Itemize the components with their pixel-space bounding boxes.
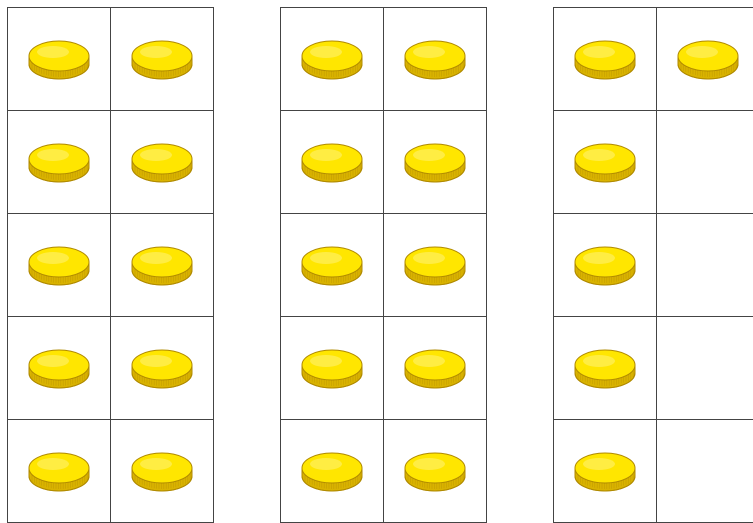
ten-frame-cell bbox=[384, 8, 487, 111]
gold-coin-counter-icon bbox=[572, 34, 638, 84]
gold-coin-counter-icon bbox=[299, 240, 365, 290]
ten-frame-cell bbox=[111, 214, 214, 317]
gold-coin-counter-icon bbox=[26, 34, 92, 84]
gold-coin-counter-icon bbox=[299, 343, 365, 393]
ten-frame-cell bbox=[111, 111, 214, 214]
gold-coin-counter-icon bbox=[402, 34, 468, 84]
gold-coin-counter-icon bbox=[299, 137, 365, 187]
ten-frame-3 bbox=[553, 7, 753, 523]
gold-coin-counter-icon bbox=[572, 446, 638, 496]
gold-coin-counter-icon bbox=[572, 343, 638, 393]
ten-frame-cell bbox=[384, 111, 487, 214]
ten-frame-cell bbox=[8, 111, 111, 214]
gold-coin-counter-icon bbox=[129, 137, 195, 187]
gold-coin-counter-icon bbox=[26, 240, 92, 290]
ten-frame-cell bbox=[111, 420, 214, 523]
ten-frame-2 bbox=[280, 7, 487, 523]
ten-frame-cell bbox=[8, 8, 111, 111]
gold-coin-counter-icon bbox=[129, 343, 195, 393]
ten-frame-cell bbox=[281, 214, 384, 317]
gold-coin-counter-icon bbox=[129, 34, 195, 84]
gold-coin-counter-icon bbox=[402, 240, 468, 290]
ten-frame-cell bbox=[554, 111, 657, 214]
ten-frame-cell bbox=[281, 111, 384, 214]
gold-coin-counter-icon bbox=[402, 137, 468, 187]
ten-frame-cell bbox=[281, 317, 384, 420]
ten-frame-cell bbox=[657, 214, 753, 317]
gold-coin-counter-icon bbox=[402, 446, 468, 496]
ten-frame-cell bbox=[281, 8, 384, 111]
gold-coin-counter-icon bbox=[129, 240, 195, 290]
ten-frame-cell bbox=[554, 214, 657, 317]
ten-frame-cell bbox=[554, 8, 657, 111]
gold-coin-counter-icon bbox=[402, 343, 468, 393]
gold-coin-counter-icon bbox=[26, 137, 92, 187]
ten-frame-cell bbox=[8, 214, 111, 317]
ten-frame-cell bbox=[384, 214, 487, 317]
gold-coin-counter-icon bbox=[572, 240, 638, 290]
ten-frame-cell bbox=[8, 420, 111, 523]
ten-frame-cell bbox=[657, 317, 753, 420]
gold-coin-counter-icon bbox=[299, 34, 365, 84]
ten-frame-cell bbox=[111, 8, 214, 111]
gold-coin-counter-icon bbox=[26, 446, 92, 496]
ten-frame-cell bbox=[554, 420, 657, 523]
gold-coin-counter-icon bbox=[675, 34, 741, 84]
ten-frame-cell bbox=[657, 8, 753, 111]
ten-frame-cell bbox=[657, 111, 753, 214]
ten-frame-cell bbox=[384, 420, 487, 523]
ten-frame-cell bbox=[554, 317, 657, 420]
ten-frame-cell bbox=[8, 317, 111, 420]
ten-frame-cell bbox=[384, 317, 487, 420]
ten-frame-cell bbox=[111, 317, 214, 420]
gold-coin-counter-icon bbox=[572, 137, 638, 187]
ten-frame-cell bbox=[657, 420, 753, 523]
ten-frame-1 bbox=[7, 7, 214, 523]
gold-coin-counter-icon bbox=[129, 446, 195, 496]
gold-coin-counter-icon bbox=[299, 446, 365, 496]
ten-frame-cell bbox=[281, 420, 384, 523]
gold-coin-counter-icon bbox=[26, 343, 92, 393]
